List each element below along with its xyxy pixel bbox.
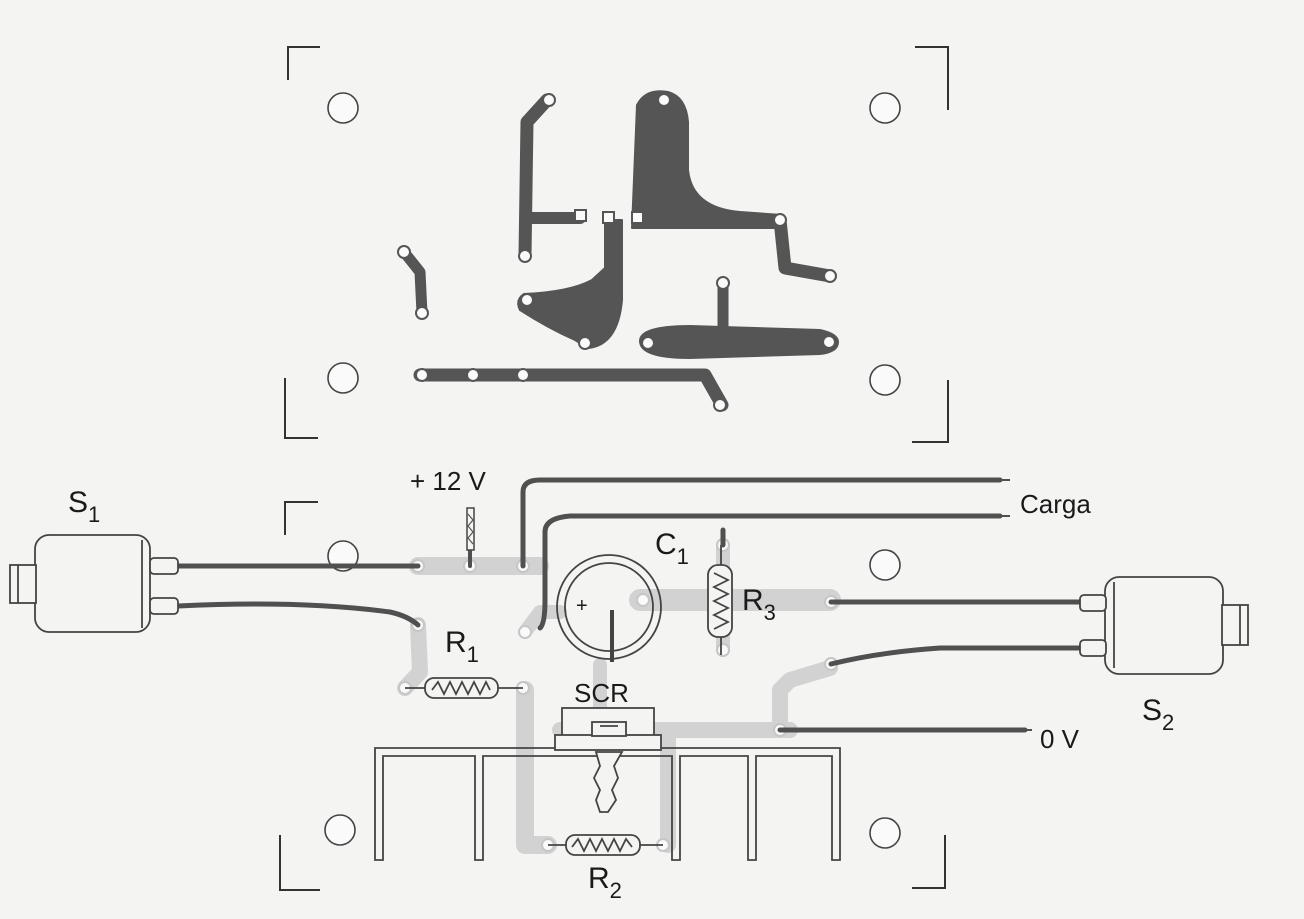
capacitor-c1-label: C1 [655, 528, 689, 569]
resistor-r1-label: R1 [445, 626, 479, 667]
supply-voltage-label: + 12 V [410, 466, 487, 496]
resistor-r3 [707, 545, 733, 655]
wire-tips [1000, 479, 1032, 731]
supply-conductor [466, 507, 475, 551]
copper-pours [517, 90, 839, 359]
component-layout: S1 S2 C1 R1 R2 R3 + 12 V 0 V Carga SCR + [9, 466, 1249, 903]
scr-label: SCR [574, 678, 629, 708]
ghost-pads [398, 538, 838, 852]
ground-voltage-label: 0 V [1040, 724, 1080, 754]
switch-s1 [9, 534, 179, 633]
switch-s2-label: S2 [1142, 694, 1174, 735]
copper-layout-corner-marks [284, 46, 949, 443]
labels: S1 S2 C1 R1 R2 R3 + 12 V 0 V Carga SCR + [68, 466, 1174, 903]
scr-component [554, 707, 662, 813]
copper-square-pads [574, 209, 644, 224]
wires [172, 477, 1088, 733]
copper-pad-holes [397, 93, 837, 412]
resistor-r1 [405, 677, 523, 699]
switch-s2 [1079, 576, 1249, 675]
heatsink [374, 747, 841, 861]
resistor-r2-label: R2 [588, 862, 622, 903]
switch-s1-label: S1 [68, 486, 100, 527]
copper-layout [284, 46, 949, 443]
component-layout-corner-marks [279, 501, 946, 891]
capacitor-polarity-mark: + [576, 595, 588, 617]
load-label: Carga [1020, 489, 1091, 519]
resistor-r2 [548, 834, 663, 856]
copper-layout-mounting-holes [327, 92, 901, 396]
copper-traces [398, 93, 837, 412]
resistor-r3-label: R3 [742, 584, 776, 625]
capacitor-c1 [556, 554, 662, 662]
